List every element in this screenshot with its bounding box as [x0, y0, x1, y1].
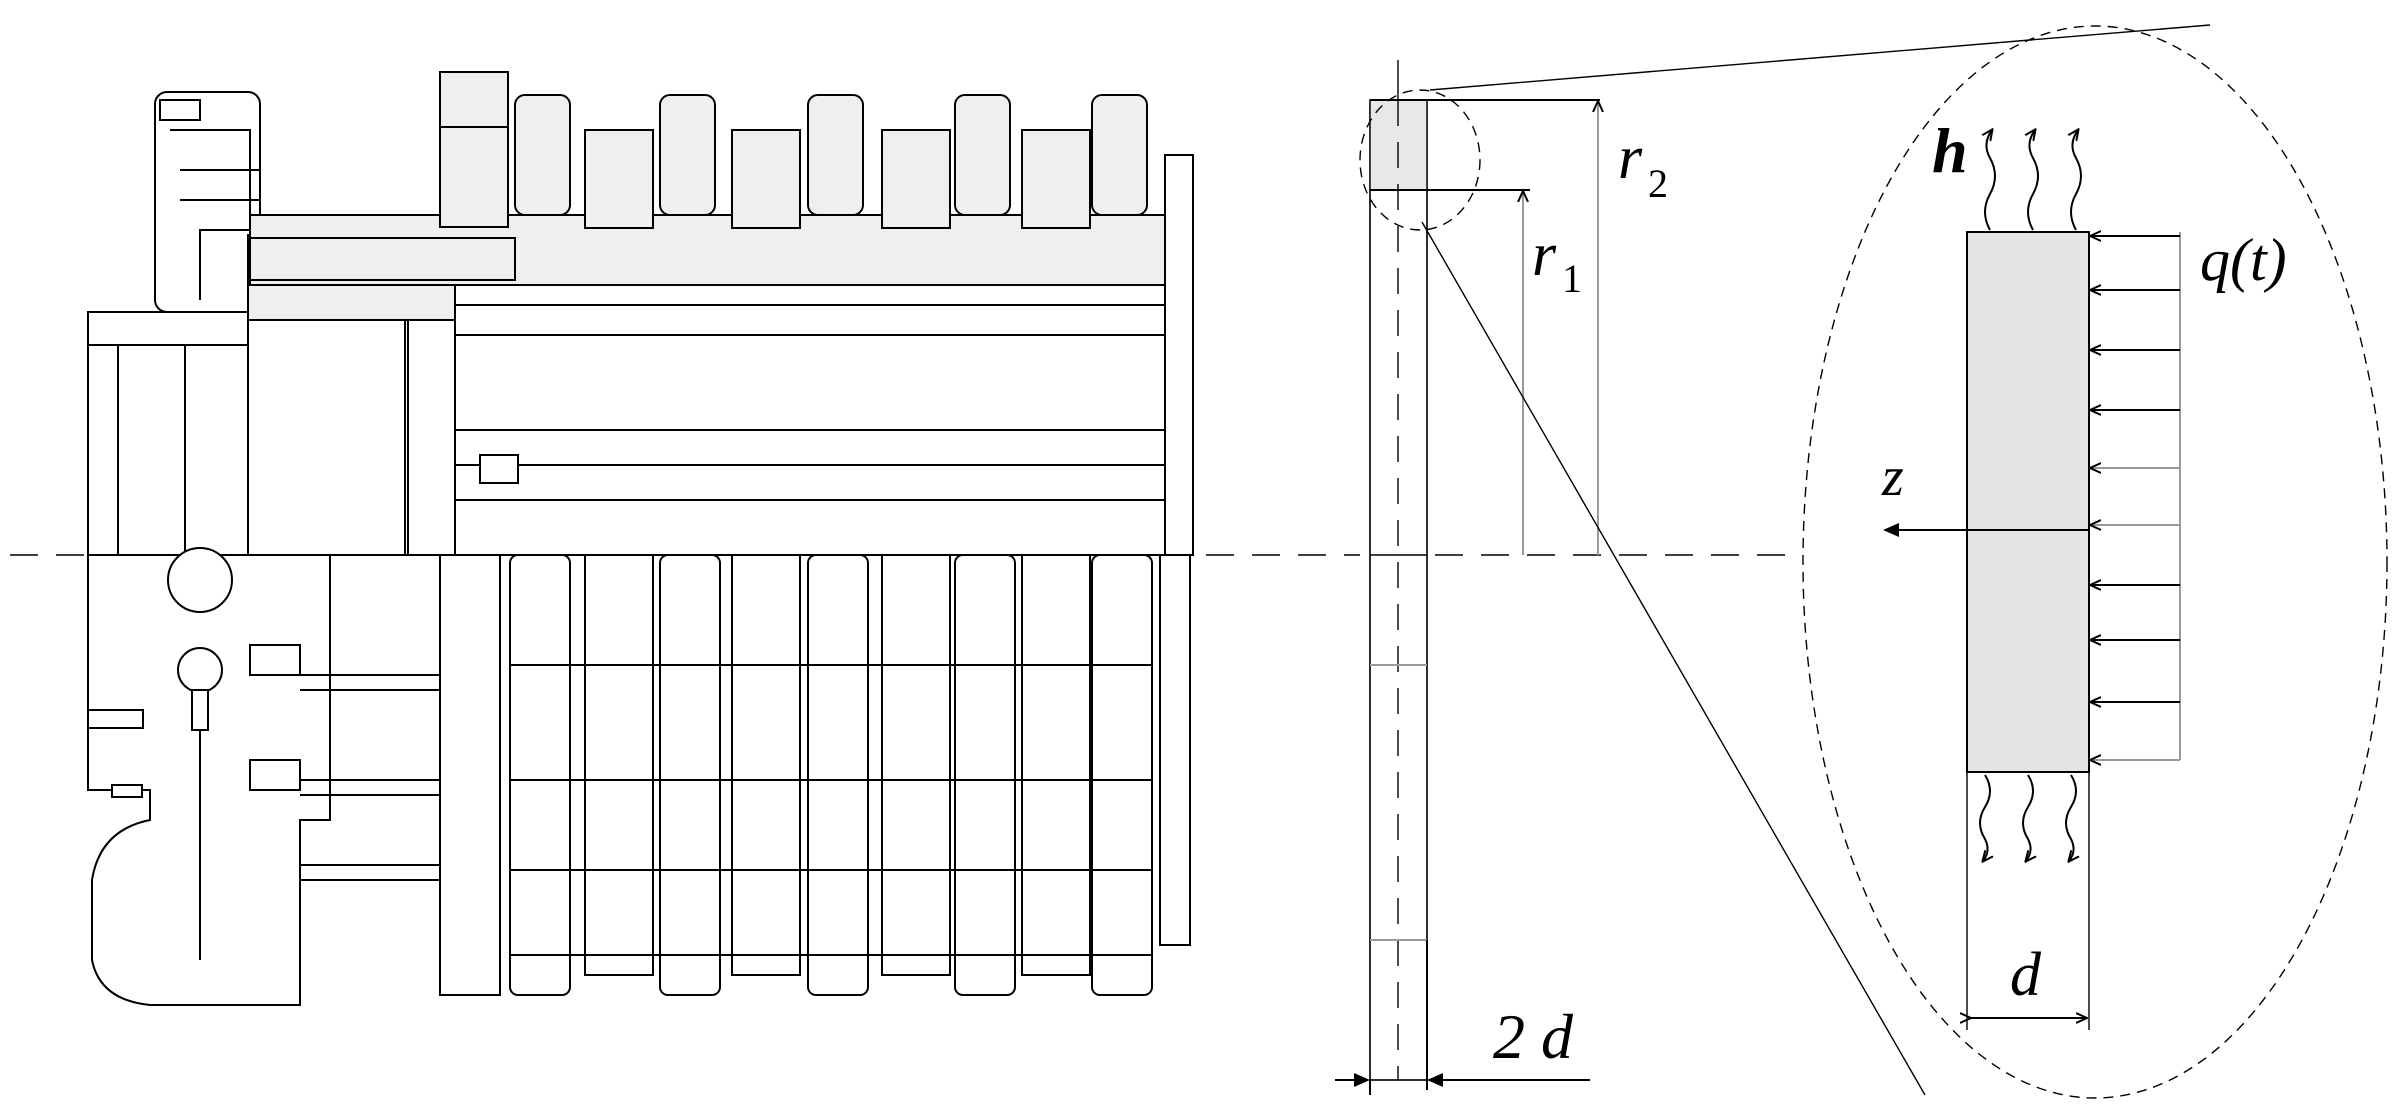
q-label: q(t) — [2200, 227, 2287, 293]
r1-label-sub: 1 — [1562, 256, 1582, 301]
housing-upper — [87, 311, 249, 556]
r1-label-main: r — [1532, 221, 1557, 289]
lower-plate-stack — [439, 554, 1191, 996]
convection-arrows-bottom — [1979, 774, 2076, 861]
zoom-region-marker — [1359, 89, 1481, 231]
magnified-ellipse — [1802, 25, 2388, 1099]
d-label: d — [2010, 941, 2042, 1009]
thickness-label: 2 d — [1493, 1001, 1574, 1072]
h-label: h — [1932, 115, 1968, 186]
z-label: z — [1881, 446, 1904, 508]
convection-arrows-top — [1985, 130, 2082, 231]
zoom-connector-bottom — [1421, 221, 1926, 1096]
r2-label-sub: 2 — [1648, 161, 1668, 206]
heat-flux-arrows — [2091, 232, 2181, 760]
element-section — [1966, 231, 2090, 773]
r2-label: r 2 — [1618, 124, 1668, 206]
zoom-connector-top — [1429, 24, 2211, 91]
housing-top-flange — [154, 91, 261, 313]
r1-label: r 1 — [1532, 221, 1582, 301]
clutch-assembly-drawing — [10, 71, 1360, 1006]
upper-plate-stack — [439, 71, 1148, 229]
disc-schematic — [1335, 60, 1800, 1095]
r2-label-main: r — [1618, 124, 1643, 192]
magnified-view — [1802, 25, 2388, 1099]
